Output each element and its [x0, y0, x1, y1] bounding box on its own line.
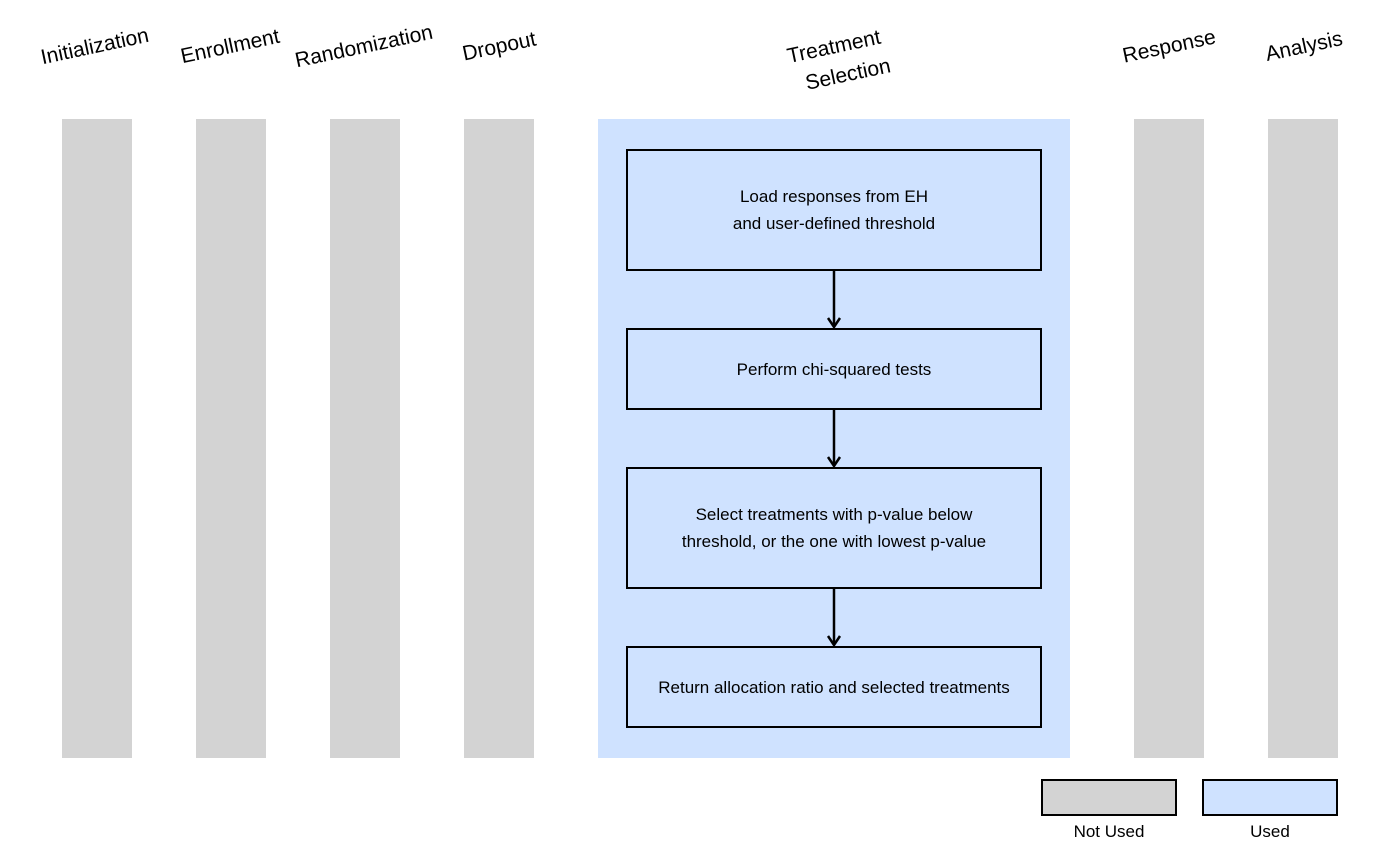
step-chi-squared: Perform chi-squared tests: [626, 328, 1042, 410]
lane-label-dropout: Dropout: [460, 27, 539, 66]
legend-swatch-not-used: [1041, 779, 1177, 816]
step-load-line2: and user-defined threshold: [732, 214, 936, 233]
legend-label-not-used: Not Used: [1073, 822, 1145, 841]
lane-response: [1134, 119, 1204, 758]
lane-dropout: [464, 119, 534, 758]
lane-label-treatment-selection: Treatment Selection: [781, 22, 894, 102]
lane-initialization: [62, 119, 132, 758]
lane-label-randomization: Randomization: [293, 20, 435, 73]
lane-label-enrollment: Enrollment: [178, 24, 282, 69]
lane-randomization: [330, 119, 400, 758]
legend-swatch-used: [1202, 779, 1338, 816]
step-return-allocation: Return allocation ratio and selected tre…: [626, 646, 1042, 728]
step-select-treatments: Select treatments with p-value below thr…: [626, 467, 1042, 589]
step-load-line1: Load responses from EH: [739, 187, 929, 206]
legend-label-used: Used: [1250, 822, 1290, 841]
step-select-line1: Select treatments with p-value below: [695, 505, 973, 524]
step-load-responses: Load responses from EH and user-defined …: [626, 149, 1042, 271]
lane-label-response: Response: [1120, 25, 1218, 68]
lane-label-initialization: Initialization: [38, 23, 151, 70]
lane-analysis: [1268, 119, 1338, 758]
step-select-line2: threshold, or the one with lowest p-valu…: [681, 532, 987, 551]
step-return-label: Return allocation ratio and selected tre…: [658, 677, 1010, 697]
lane-enrollment: [196, 119, 266, 758]
step-chi-label: Perform chi-squared tests: [736, 359, 932, 379]
lane-label-analysis: Analysis: [1263, 27, 1345, 66]
